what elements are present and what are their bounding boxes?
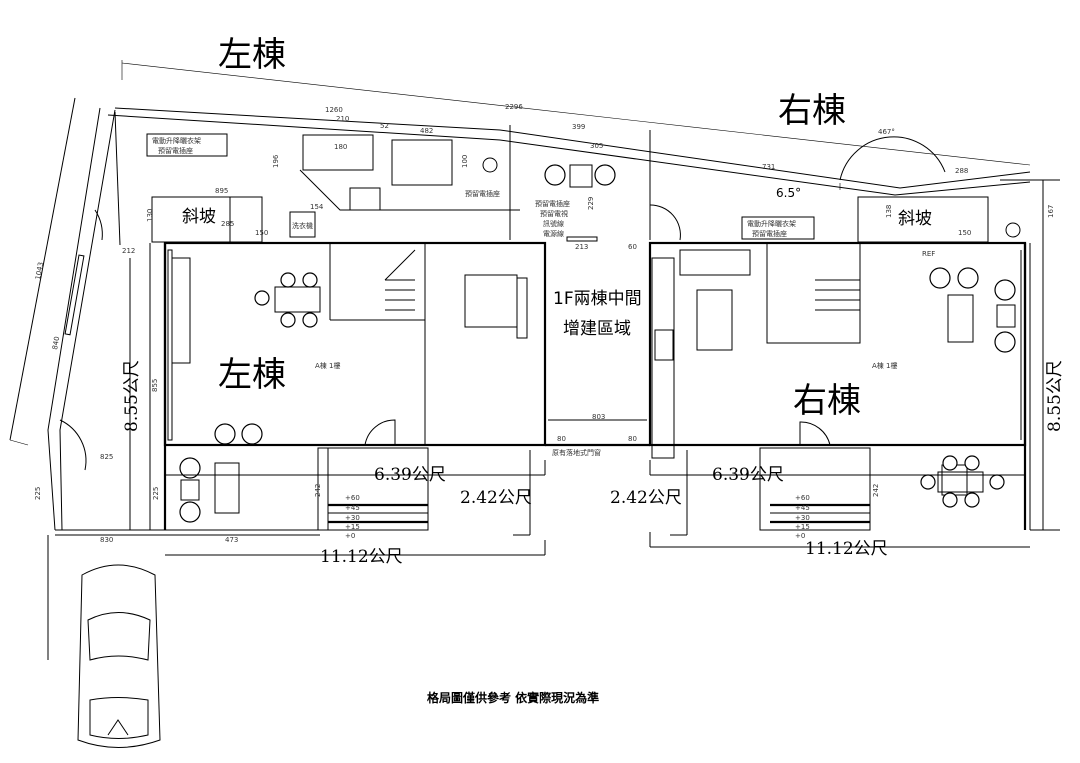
center-area-walls xyxy=(464,125,681,447)
step-label: +0 xyxy=(345,532,355,540)
dim-label: 731 xyxy=(762,163,775,171)
dim-label: 212 xyxy=(122,247,135,255)
annotation-tv-4: 電源線 xyxy=(543,229,564,238)
step-label: +15 xyxy=(345,523,360,531)
annotation-outlet-left: 預留電插座 xyxy=(158,146,193,155)
step-label: +30 xyxy=(345,514,360,522)
dim-label: 830 xyxy=(100,536,113,544)
angle-label: 6.5° xyxy=(776,186,801,200)
step-label: +30 xyxy=(795,514,810,522)
dim-label: 210 xyxy=(336,115,349,123)
dim-label: 803 xyxy=(592,413,605,421)
dim-label: 840 xyxy=(51,336,61,351)
dim-label: 285 xyxy=(221,220,234,228)
front-width-right: 6.39公尺 xyxy=(712,465,784,485)
dimension-lines xyxy=(47,179,1060,660)
step-label: +0 xyxy=(795,532,805,540)
left-building-walls xyxy=(55,111,547,536)
dim-label: 80 xyxy=(557,435,566,443)
annotation-outlet: 預留電插座 xyxy=(465,189,500,198)
dim-label: 150 xyxy=(958,229,971,237)
dim-label: 473 xyxy=(225,536,238,544)
dim-label: 130 xyxy=(146,209,154,222)
dim-label: 399 xyxy=(572,123,585,131)
dim-label: 825 xyxy=(100,453,113,461)
dim-label: 1043 xyxy=(34,261,45,280)
step-label: +60 xyxy=(795,494,810,502)
step-label: +15 xyxy=(795,523,810,531)
dim-label: 2296 xyxy=(505,103,523,111)
dim-label: 138 xyxy=(885,205,893,218)
step-label: +60 xyxy=(345,494,360,502)
dim-label: 196 xyxy=(272,154,280,168)
dim-label: 305 xyxy=(590,142,603,150)
step-label: +45 xyxy=(795,504,810,512)
dim-label: 855 xyxy=(151,379,159,392)
center-area-label-1: 1F兩棟中間 xyxy=(553,289,642,309)
annotation-door: 原有落地式門窗 xyxy=(552,448,601,457)
annotation-clothes-rack-right: 電動升降曬衣架 xyxy=(747,219,796,228)
height-left: 8.55公尺 xyxy=(122,360,142,432)
total-width-right: 11.12公尺 xyxy=(805,539,888,559)
dim-label: 482 xyxy=(420,127,433,135)
dimension-labels: 1260 2296 210 52 482 180 399 305 731 467… xyxy=(34,103,1055,544)
top-dimension-lines xyxy=(107,60,1031,196)
dim-label: 167 xyxy=(1047,205,1055,218)
left-side-walls xyxy=(9,97,116,531)
dim-label: 229 xyxy=(587,197,595,210)
annotation-ref: REF xyxy=(922,250,935,258)
dim-label: 225 xyxy=(152,487,160,500)
room-label-left-building: 左棟 xyxy=(218,355,286,395)
porch-width-right: 2.42公尺 xyxy=(610,488,682,508)
car-icon xyxy=(77,564,161,748)
title-left-building: 左棟 xyxy=(218,35,286,75)
title-right-building: 右棟 xyxy=(778,91,846,131)
dim-label: 60 xyxy=(628,243,637,251)
ramp-left: 斜坡 xyxy=(182,207,216,227)
annotation-washer: 洗衣機 xyxy=(292,221,313,230)
dim-label: 288 xyxy=(955,167,968,175)
room-label-right-building: 右棟 xyxy=(793,381,861,421)
dim-label: 1260 xyxy=(325,106,343,114)
dim-label: 242 xyxy=(872,484,880,497)
dim-label: 150 xyxy=(255,229,268,237)
right-building-walls xyxy=(648,196,1031,531)
dim-label: 154 xyxy=(310,203,324,211)
step-label: +45 xyxy=(345,504,360,512)
dim-label: 242 xyxy=(314,484,322,497)
annotation-clothes-rack-left: 電動升降曬衣架 xyxy=(152,136,201,145)
steps-right: +60 +45 +30 +15 +0 xyxy=(795,494,810,540)
dim-label: 467° xyxy=(878,128,895,136)
disclaimer-footer: 格局圖僅供參考 依實際現況為準 xyxy=(427,690,599,705)
floor-label-left: A棟 1樓 xyxy=(315,361,340,370)
dim-label: 180 xyxy=(334,143,347,151)
dim-label: 225 xyxy=(34,487,42,500)
ramp-right: 斜坡 xyxy=(898,209,932,229)
total-width-left: 11.12公尺 xyxy=(320,547,403,567)
center-area-label-2: 增建區域 xyxy=(563,319,631,339)
dim-label: 100 xyxy=(461,155,469,168)
porch-width-left: 2.42公尺 xyxy=(460,488,532,508)
front-width-left: 6.39公尺 xyxy=(374,465,446,485)
floor-label-right: A棟 1樓 xyxy=(872,361,897,370)
dim-label: 52 xyxy=(380,122,389,130)
annotation-tv-2: 預留電視 xyxy=(540,209,568,218)
height-right: 8.55公尺 xyxy=(1045,360,1065,432)
furniture xyxy=(179,164,1016,523)
annotation-tv-1: 預留電插座 xyxy=(535,199,570,208)
dim-label: 895 xyxy=(215,187,228,195)
dim-label: 80 xyxy=(628,435,637,443)
steps-left: +60 +45 +30 +15 +0 xyxy=(345,494,360,540)
annotation-outlet-right: 預留電插座 xyxy=(752,229,787,238)
dim-label: 213 xyxy=(575,243,588,251)
annotation-tv-3: 訊號線 xyxy=(543,219,564,228)
